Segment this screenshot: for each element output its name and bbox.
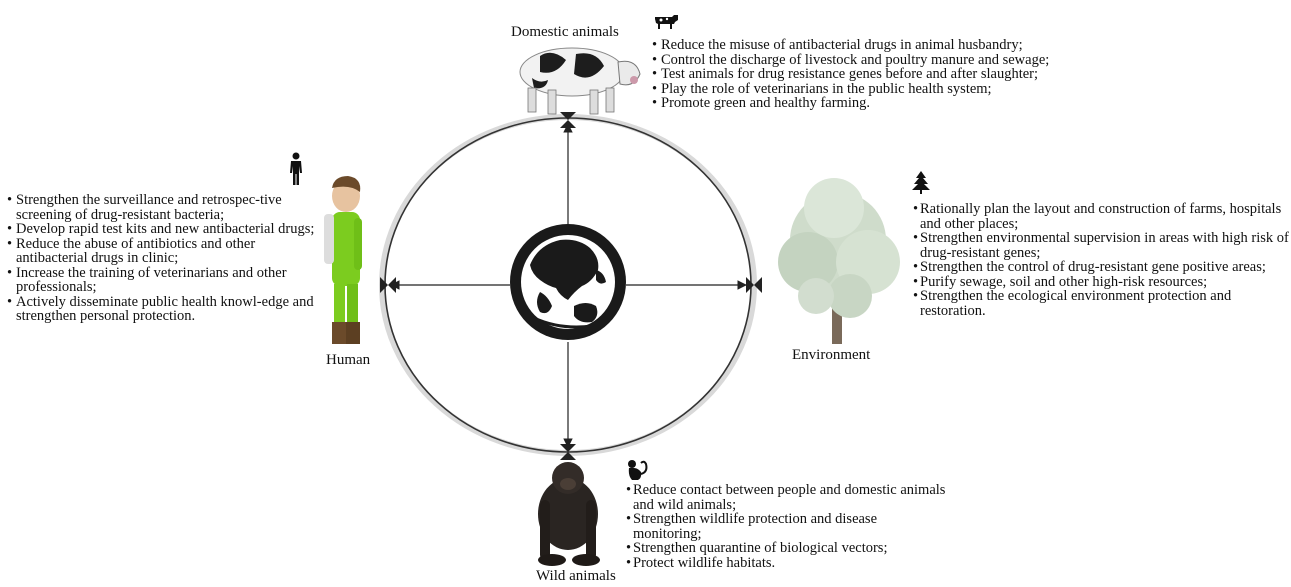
wild-measures-list: Reduce contact between people and domest… — [626, 483, 956, 570]
cow-icon — [652, 12, 680, 30]
label-domestic-animals: Domestic animals — [511, 24, 619, 41]
list-item: Reduce the abuse of antibiotics and othe… — [7, 237, 316, 266]
ape-illustration — [538, 462, 600, 566]
domestic-measures-list: Reduce the misuse of antibacterial drugs… — [652, 38, 1122, 111]
list-item: Actively disseminate public health knowl… — [7, 295, 316, 324]
list-item: Strengthen the surveillance and retrospe… — [7, 193, 316, 222]
monkey-icon — [624, 458, 650, 482]
list-item: Promote green and healthy farming. — [652, 96, 1122, 111]
label-wild-animals: Wild animals — [536, 568, 616, 585]
person-icon — [288, 152, 304, 186]
list-item: Strengthen quarantine of biological vect… — [626, 541, 956, 556]
list-item: Strengthen wildlife protection and disea… — [626, 512, 943, 541]
label-environment: Environment — [792, 347, 870, 364]
list-item: Strengthen the ecological environment pr… — [913, 289, 1289, 318]
list-item: Play the role of veterinarians in the pu… — [652, 82, 1122, 97]
list-item: Test animals for drug resistance genes b… — [652, 67, 1122, 82]
list-item: Strengthen the control of drug-resistant… — [913, 260, 1289, 275]
list-item: Control the discharge of livestock and p… — [652, 53, 1081, 68]
list-item: Rationally plan the layout and construct… — [913, 202, 1289, 231]
list-item: Strengthen environmental supervision in … — [913, 231, 1289, 260]
human-illustration — [324, 176, 362, 344]
cow-illustration — [520, 48, 640, 114]
list-item: Develop rapid test kits and new antibact… — [7, 222, 327, 237]
list-item: Increase the training of veterinarians a… — [7, 266, 316, 295]
tree-illustration — [778, 178, 900, 344]
label-human: Human — [326, 352, 370, 369]
human-measures-list: Strengthen the surveillance and retrospe… — [7, 193, 327, 324]
globe-icon — [510, 224, 626, 340]
tree-icon — [910, 170, 932, 194]
list-item: Reduce the misuse of antibacterial drugs… — [652, 38, 1122, 53]
list-item: Protect wildlife habitats. — [626, 556, 956, 571]
list-item: Purify sewage, soil and other high-risk … — [913, 275, 1289, 290]
list-item: Reduce contact between people and domest… — [626, 483, 956, 512]
environment-measures-list: Rationally plan the layout and construct… — [913, 202, 1289, 318]
